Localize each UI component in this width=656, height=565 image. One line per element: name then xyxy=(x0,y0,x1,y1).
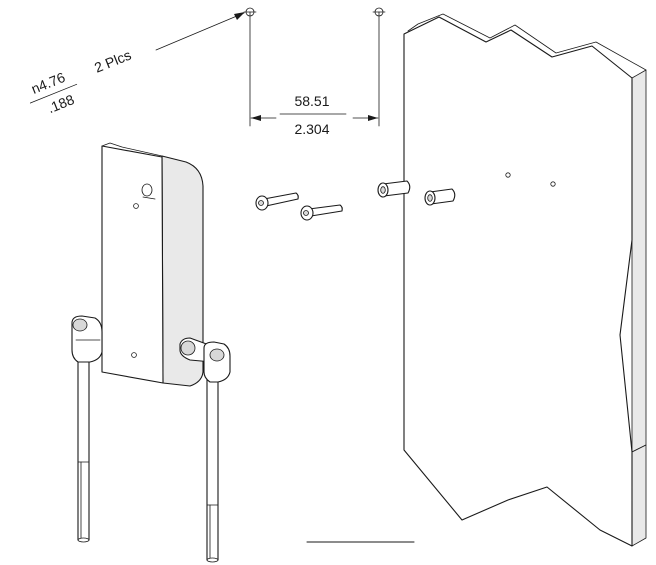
right-clamp-bore xyxy=(181,341,195,355)
right-rod xyxy=(207,380,218,560)
spacing-dimension: 58.51 2.304 xyxy=(244,8,385,137)
left-rod-end xyxy=(78,538,89,542)
screw-socket xyxy=(304,211,309,216)
right-clamp-head-bore xyxy=(210,349,224,361)
panel-edge-face xyxy=(632,70,646,452)
bracket-slot xyxy=(142,184,152,196)
screw-upper xyxy=(256,193,298,210)
screw-shank xyxy=(264,193,298,206)
panel-edge-face-lower xyxy=(632,445,646,546)
hole-leader-line xyxy=(156,13,244,50)
right-rod-end xyxy=(207,558,218,562)
screw-socket xyxy=(259,201,264,206)
hole-callout: n4.76 .188 2 Plcs xyxy=(23,12,245,122)
dimension-arrow-right xyxy=(368,115,378,121)
spacing-metric-value: 58.51 xyxy=(294,93,329,109)
right-clamp-head xyxy=(204,342,230,382)
hole-leader-arrow xyxy=(234,12,245,20)
screw-shank xyxy=(309,205,342,216)
bracket-front-plate xyxy=(102,146,163,383)
insert-bore xyxy=(381,187,386,194)
dimension-arrow-left xyxy=(251,115,261,121)
left-rod xyxy=(78,360,89,540)
insert-bore xyxy=(428,195,433,202)
left-clamp-rod xyxy=(72,316,102,542)
hole-diameter-metric: n4.76 xyxy=(29,69,68,97)
left-clamp-bore xyxy=(73,319,87,331)
spacing-imperial-value: 2.304 xyxy=(294,121,329,137)
panel-front-face xyxy=(404,17,632,546)
screw-lower xyxy=(301,205,342,220)
mounting-panel xyxy=(404,14,646,546)
hole-callout-text: n4.76 .188 2 Plcs xyxy=(23,43,141,122)
hole-count: 2 Plcs xyxy=(92,47,133,76)
